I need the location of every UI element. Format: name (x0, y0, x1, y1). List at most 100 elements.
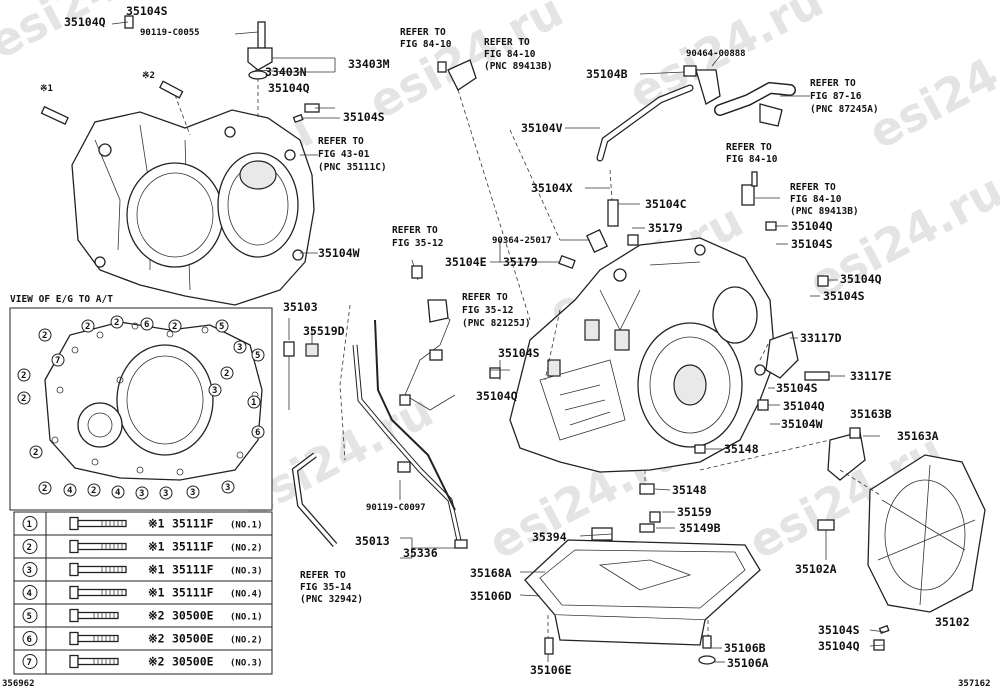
legend-number-circle (22, 562, 38, 577)
legend-number: 2 (27, 543, 32, 553)
bolt-icon (69, 585, 79, 600)
part-label: 35104S (791, 237, 833, 251)
legend-note: (NO.4) (230, 590, 263, 600)
svg-text:2: 2 (42, 331, 47, 341)
part-label: 35104Q (818, 639, 860, 653)
legend-note: (NO.1) (230, 613, 263, 623)
bolt-position-marker: 2 (38, 328, 52, 342)
bolt-position-marker: 4 (111, 485, 125, 499)
legend-note: (NO.3) (230, 567, 263, 577)
svg-text:(PNC 35111C): (PNC 35111C) (318, 162, 387, 173)
bolt-view-inset: VIEW OF E/G TO A/T 2 2 6 2 5 2 7 2 2 3 5… (9, 294, 273, 511)
part-label: 35104W (781, 417, 823, 431)
bolt-position-marker: 3 (135, 486, 149, 500)
legend-number: 1 (27, 520, 32, 530)
case-fittings (489, 171, 830, 541)
svg-text:2: 2 (224, 369, 229, 379)
bolt-position-marker: 2 (38, 481, 52, 495)
bolt-icon (69, 539, 79, 554)
bolt-icon (69, 654, 79, 669)
bolt-position-marker: 1 (247, 395, 261, 409)
part-label: 35104Q (783, 399, 825, 413)
part-label: 35104X (531, 181, 573, 195)
transaxle-housing (71, 109, 315, 306)
svg-text:6: 6 (255, 428, 260, 438)
part-label: 35148 (724, 442, 759, 456)
legend-part-number: 35111F (172, 563, 214, 577)
legend-mark: ※2 (148, 655, 165, 669)
svg-text:FIG 35-12: FIG 35-12 (392, 238, 443, 249)
breather-hoses (437, 59, 796, 162)
bolt-position-marker: 2 (87, 483, 101, 497)
svg-text:REFER TO: REFER TO (400, 27, 446, 38)
figure-id-left: 356962 (2, 679, 35, 689)
part-label: 35106D (470, 589, 512, 603)
svg-text:2: 2 (33, 448, 38, 458)
svg-text:REFER TO: REFER TO (790, 182, 836, 193)
part-label: 35104Q (268, 81, 310, 95)
legend-part-number: 30500E (172, 609, 214, 623)
part-label: 35106B (724, 641, 766, 655)
svg-text:REFER TO: REFER TO (318, 136, 364, 147)
bolt-position-marker: 2 (168, 319, 182, 333)
dashed-leaders (174, 78, 881, 638)
bolt-legend-table (13, 511, 273, 675)
bolt-position-marker: 3 (186, 485, 200, 499)
bolt-position-marker: 3 (221, 480, 235, 494)
note-mark: ※1 (40, 84, 53, 94)
legend-part-number: 35111F (172, 517, 214, 531)
part-label: 35104Q (64, 15, 106, 29)
svg-text:3: 3 (212, 386, 217, 396)
legend-number: 7 (27, 658, 32, 668)
bolt-position-marker: 6 (251, 425, 265, 439)
legend-number-circle (22, 585, 38, 600)
svg-text:2: 2 (21, 371, 26, 381)
inset-title: VIEW OF E/G TO A/T (10, 294, 113, 305)
part-labels: 35104Q 35104S 90119-C0055 33403N 33403M … (40, 4, 970, 677)
reference-notes: REFER TO FIG 84-10 REFER TO FIG 84-10 (P… (300, 27, 879, 605)
svg-text:6: 6 (144, 320, 149, 330)
bolt-position-marker: 5 (251, 348, 265, 362)
part-label: 35168A (470, 566, 512, 580)
svg-text:1: 1 (251, 398, 256, 408)
bolt-position-marker: 2 (29, 445, 43, 459)
legend-mark: ※2 (148, 632, 165, 646)
extension-housing-cover (817, 427, 986, 651)
reference-note: REFER TO FIG 35-12 (PNC 82125J) (462, 292, 531, 329)
legend-number: 5 (27, 612, 32, 622)
reference-note: REFER TO FIG 43-01 (PNC 35111C) (318, 136, 387, 173)
legend-number-circle (22, 654, 38, 669)
svg-text:REFER TO: REFER TO (392, 225, 438, 236)
part-label: 35163A (897, 429, 939, 443)
svg-text:2: 2 (91, 486, 96, 496)
svg-text:FIG 35-12: FIG 35-12 (462, 305, 513, 316)
svg-text:5: 5 (255, 351, 260, 361)
reference-note: REFER TO FIG 84-10 (PNC 89413B) (484, 37, 553, 72)
part-label: 35336 (403, 546, 438, 560)
oil-pan (524, 539, 761, 665)
legend-number-circle (22, 631, 38, 646)
svg-text:4: 4 (67, 486, 73, 496)
svg-text:3: 3 (163, 489, 168, 499)
legend-part-number: 35111F (172, 586, 214, 600)
part-label: 90119-C0055 (140, 28, 200, 38)
svg-text:2: 2 (42, 484, 47, 494)
svg-text:REFER TO: REFER TO (726, 142, 772, 153)
legend-part-number: 30500E (172, 632, 214, 646)
part-label: 35104V (521, 121, 563, 135)
reference-note: REFER TO FIG 84-10 (PNC 89413B) (790, 182, 859, 217)
legend-number-circle (22, 516, 38, 531)
legend-number: 4 (27, 589, 33, 599)
watermark: esi24.ru (860, 13, 1000, 160)
svg-text:3: 3 (237, 343, 242, 353)
legend-note: (NO.2) (230, 636, 263, 646)
svg-text:(PNC 82125J): (PNC 82125J) (462, 318, 531, 329)
svg-text:3: 3 (225, 483, 230, 493)
reference-note: REFER TO FIG 84-10 (400, 27, 452, 50)
dipstick-and-harness (283, 259, 468, 549)
reference-note: REFER TO FIG 87-16 (PNC 87245A) (810, 78, 879, 115)
legend-number-circle (22, 608, 38, 623)
legend-mark: ※1 (148, 563, 165, 577)
